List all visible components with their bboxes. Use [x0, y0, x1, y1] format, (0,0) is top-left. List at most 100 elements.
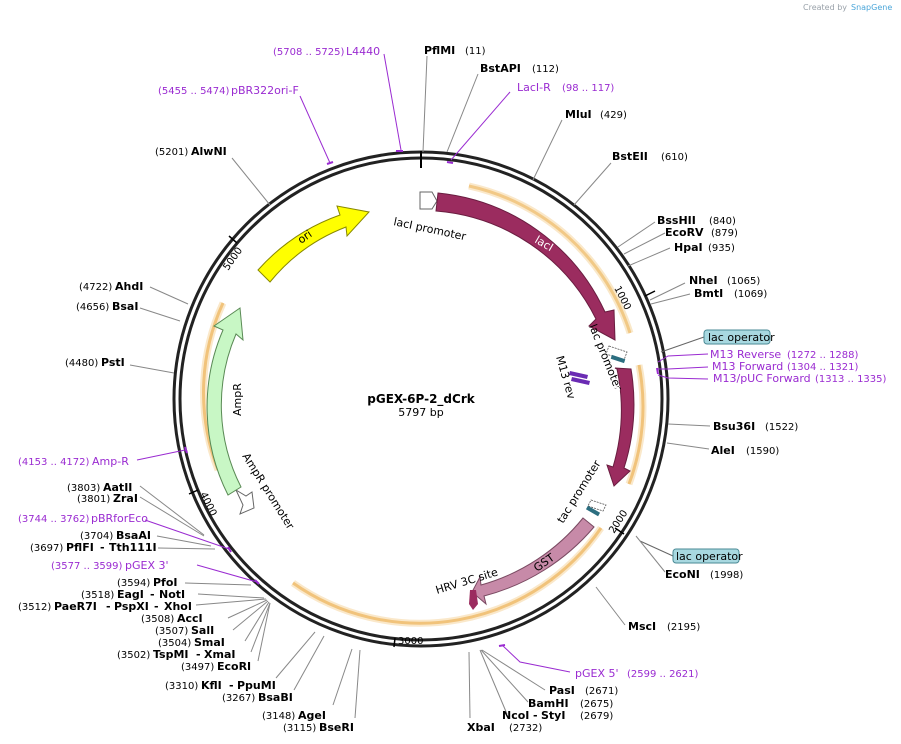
- lac-operator-mark[interactable]: [610, 354, 626, 364]
- enzyme-tspmi[interactable]: TspMI: [153, 648, 189, 661]
- enzyme-nhei[interactable]: NheI: [689, 274, 718, 287]
- hrv-3c-site[interactable]: [469, 590, 478, 610]
- enzyme-pos-bsai: (4656): [76, 302, 109, 313]
- enzyme-pos-msci: (2195): [667, 622, 700, 633]
- tac-promoter-arrow[interactable]: [587, 499, 607, 512]
- primer-amp-r[interactable]: Amp-R: [92, 455, 129, 468]
- enzyme-ncoi[interactable]: NcoI: [502, 709, 529, 722]
- enzyme-msci[interactable]: MscI: [628, 620, 656, 633]
- enzyme-pos-ahdi: (4722): [79, 282, 112, 293]
- enzyme-xmai[interactable]: XmaI: [204, 648, 235, 661]
- lac-operator-mark-2[interactable]: [585, 505, 601, 517]
- enzyme-kfli[interactable]: KflI: [201, 679, 222, 692]
- enzyme-pasi[interactable]: PasI: [549, 684, 575, 697]
- enzyme-pos-kfli: (3310): [165, 681, 198, 692]
- svg-text:-: -: [533, 709, 538, 722]
- primer-m13-reverse[interactable]: M13 Reverse: [710, 348, 781, 361]
- enzyme-paer7i[interactable]: PaeR7I: [54, 600, 97, 613]
- laci-promoter-arrow[interactable]: [419, 191, 438, 210]
- primer-pbr322ori-f[interactable]: pBR322ori-F: [231, 84, 299, 97]
- ori-feature[interactable]: [257, 205, 370, 283]
- primer-l4440[interactable]: L4440: [346, 45, 380, 58]
- enzyme-alei[interactable]: AleI: [711, 444, 735, 457]
- enzyme-alwni[interactable]: AlwNI: [191, 145, 227, 158]
- lac-operator-box-1[interactable]: [703, 329, 771, 345]
- enzyme-mlui[interactable]: MluI: [565, 108, 592, 121]
- feature-label-ampr-promoter: AmpR promoter: [239, 451, 297, 532]
- enzyme-xhoi[interactable]: XhoI: [164, 600, 192, 613]
- enzyme-hpai[interactable]: HpaI: [674, 241, 703, 254]
- enzyme-pos-bsteii: (610): [661, 152, 688, 163]
- enzyme-bamhi[interactable]: BamHI: [528, 697, 569, 710]
- primer-pos-pbrforeco: (3744 .. 3762): [18, 514, 90, 525]
- primer-pgex-3[interactable]: pGEX 3': [125, 559, 169, 572]
- enzyme-pos-econi: (1998): [710, 570, 743, 581]
- enzyme-pos-zrai: (3801): [77, 494, 110, 505]
- enzyme-pos-smai: (3504): [158, 638, 191, 649]
- enzyme-pos-nhei: (1065): [727, 276, 760, 287]
- primer-pgex-5[interactable]: pGEX 5': [575, 667, 619, 680]
- enzyme-aatii[interactable]: AatII: [103, 481, 132, 494]
- primer-laci-r[interactable]: LacI-R: [517, 81, 551, 94]
- primer-pos-pgex-3: (3577 .. 3599): [51, 561, 123, 572]
- enzyme-econi[interactable]: EcoNI: [665, 568, 700, 581]
- enzyme-bsaai[interactable]: BsaAI: [116, 529, 151, 542]
- svg-text:-: -: [150, 588, 155, 601]
- ampr-promoter-arrow[interactable]: [234, 488, 255, 515]
- primer-m13-puc-forward[interactable]: M13/pUC Forward: [713, 372, 811, 385]
- primer-m13-forward[interactable]: M13 Forward: [712, 360, 783, 373]
- lac-operator-label-2: lac operator: [676, 550, 743, 563]
- enzyme-bsteii[interactable]: BstEII: [612, 150, 648, 163]
- enzyme-xbai[interactable]: XbaI: [467, 721, 495, 734]
- enzyme-ecorv[interactable]: EcoRV: [665, 226, 704, 239]
- enzyme-noti[interactable]: NotI: [159, 588, 185, 601]
- m13-rev-mark-1[interactable]: [569, 371, 588, 379]
- enzyme-psti[interactable]: PstI: [101, 356, 125, 369]
- enzyme-pos-paer7i: (3512): [18, 602, 51, 613]
- lacza-feature[interactable]: [606, 367, 635, 487]
- gst-feature[interactable]: [471, 517, 595, 606]
- enzyme-pos-pflfi: (3697): [30, 543, 63, 554]
- feature-label-laci-promoter: lacI promoter: [392, 215, 467, 243]
- enzyme-ppumi[interactable]: PpuMI: [237, 679, 276, 692]
- enzyme-pfoi[interactable]: PfoI: [153, 576, 178, 589]
- enzyme-eagi[interactable]: EagI: [117, 588, 144, 601]
- enzyme-pflmi[interactable]: PflMI: [424, 44, 455, 57]
- plasmid-length: 5797 bp: [398, 406, 443, 419]
- enzyme-pos-acci: (3508): [141, 614, 174, 625]
- enzyme-styi[interactable]: StyI: [541, 709, 565, 722]
- enzyme-pos-tspmi: (3502): [117, 650, 150, 661]
- enzyme-ecori[interactable]: EcoRI: [217, 660, 251, 673]
- feature-label-lacza: lacZα: [608, 385, 623, 416]
- enzyme-bseri[interactable]: BseRI: [319, 721, 354, 734]
- primer-pbrforeco[interactable]: pBRforEco: [91, 512, 148, 525]
- enzyme-ahdi[interactable]: AhdI: [115, 280, 143, 293]
- tick-marks: [188, 151, 656, 648]
- enzyme-smai[interactable]: SmaI: [194, 636, 225, 649]
- enzyme-acci[interactable]: AccI: [177, 612, 203, 625]
- enzyme-bsai[interactable]: BsaI: [112, 300, 138, 313]
- enzyme-bsshii[interactable]: BssHII: [657, 214, 696, 227]
- laci-feature[interactable]: [435, 192, 616, 341]
- enzyme-bmti[interactable]: BmtI: [694, 287, 723, 300]
- enzyme-pspxi[interactable]: PspXI: [114, 600, 149, 613]
- tick-4000: 4000: [197, 490, 218, 518]
- m13-rev-mark-2[interactable]: [571, 377, 590, 385]
- primer-pos-pbr322ori-f: (5455 .. 5474): [158, 86, 230, 97]
- enzyme-bsu36i[interactable]: Bsu36I: [713, 420, 755, 433]
- enzyme-tth111i[interactable]: Tth111I: [109, 541, 157, 554]
- enzyme-pos-bsu36i: (1522): [765, 422, 798, 433]
- enzyme-agei[interactable]: AgeI: [298, 709, 326, 722]
- enzyme-zrai[interactable]: ZraI: [113, 492, 138, 505]
- enzyme-sali[interactable]: SalI: [191, 624, 214, 637]
- svg-text:-: -: [100, 541, 105, 554]
- lac-operator-box-2[interactable]: [672, 548, 740, 564]
- enzyme-pos-pfoi: (3594): [117, 578, 150, 589]
- snapgene-logo: SnapGene: [851, 3, 892, 12]
- enzyme-bsabi[interactable]: BsaBI: [258, 691, 293, 704]
- enzyme-pflfi[interactable]: PflFI: [66, 541, 94, 554]
- enzyme-pos-agei: (3148): [262, 711, 295, 722]
- ampr-feature[interactable]: [206, 307, 244, 496]
- enzyme-bstapi[interactable]: BstAPI: [480, 62, 521, 75]
